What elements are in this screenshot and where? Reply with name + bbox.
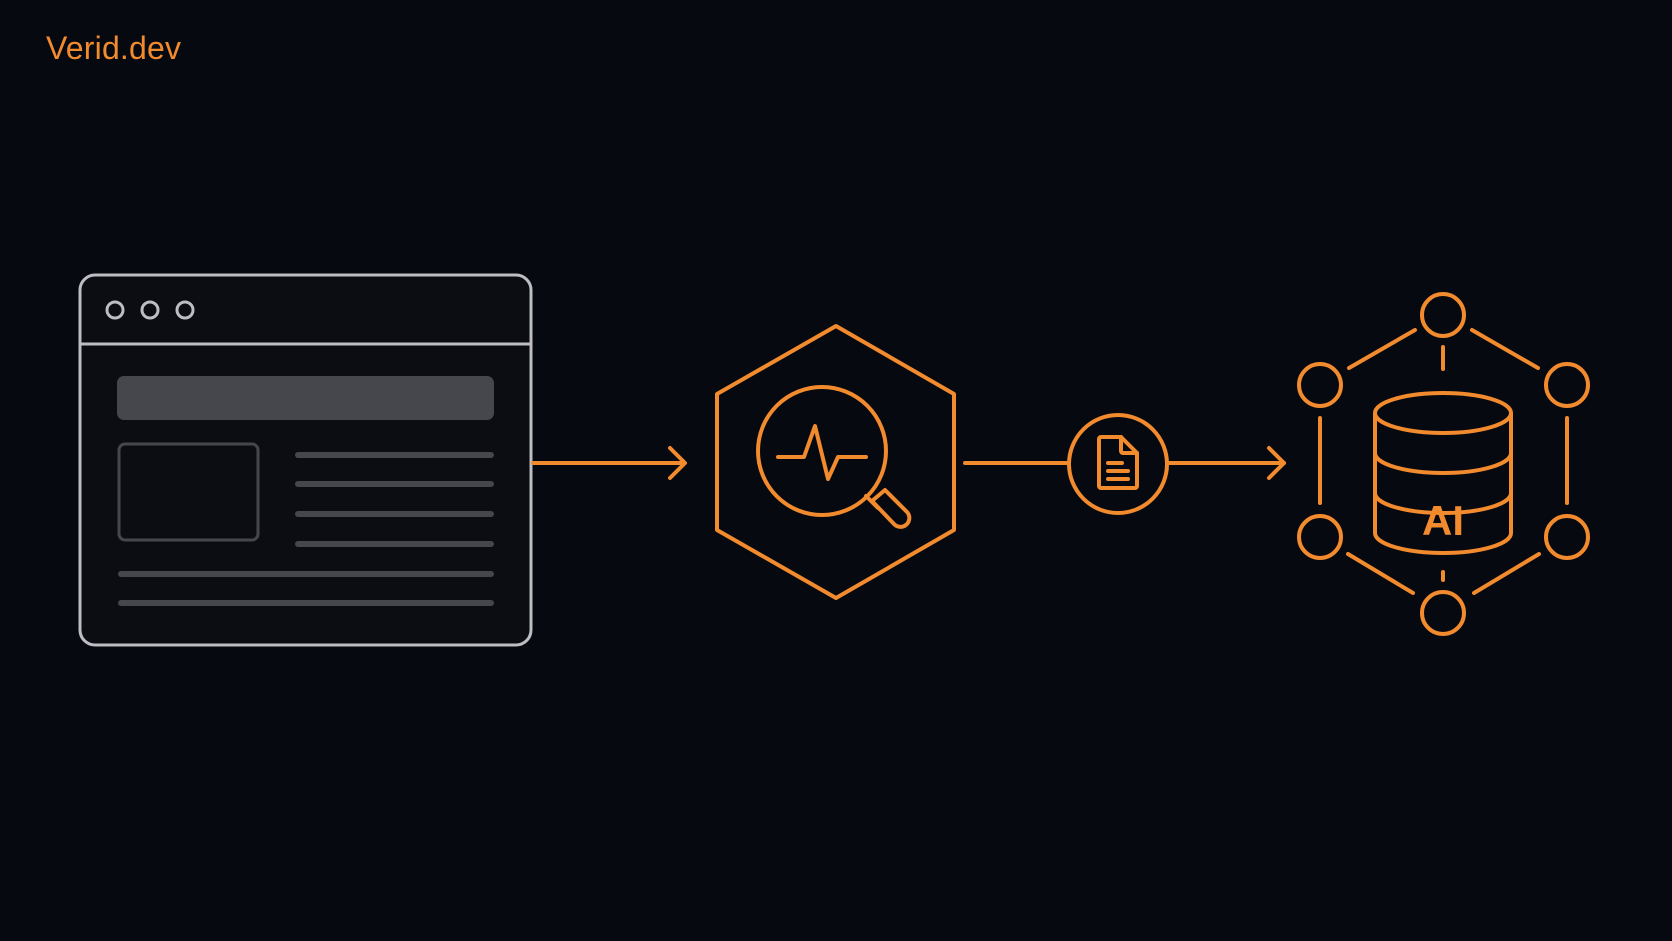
window-dots: [105, 300, 195, 320]
database-cylinder: [1373, 391, 1513, 555]
browser-window-icon: [78, 273, 533, 647]
placeholder-text-lines: [118, 452, 494, 606]
magnifier-pulse-icon: [756, 385, 912, 529]
arrow-right-icon: [1166, 446, 1286, 480]
arrow-right-icon: [531, 446, 687, 480]
document-icon: [1067, 413, 1169, 515]
network-links: [1318, 328, 1569, 595]
ai-database-network-icon: [1297, 292, 1590, 636]
network-nodes: [1297, 292, 1590, 636]
database-label: AI: [1422, 497, 1464, 544]
hexagon-analysis-icon: [715, 324, 956, 600]
placeholder-header-bar: [117, 376, 494, 420]
placeholder-image: [117, 442, 260, 542]
brand-logo: Verid.dev: [46, 30, 182, 66]
